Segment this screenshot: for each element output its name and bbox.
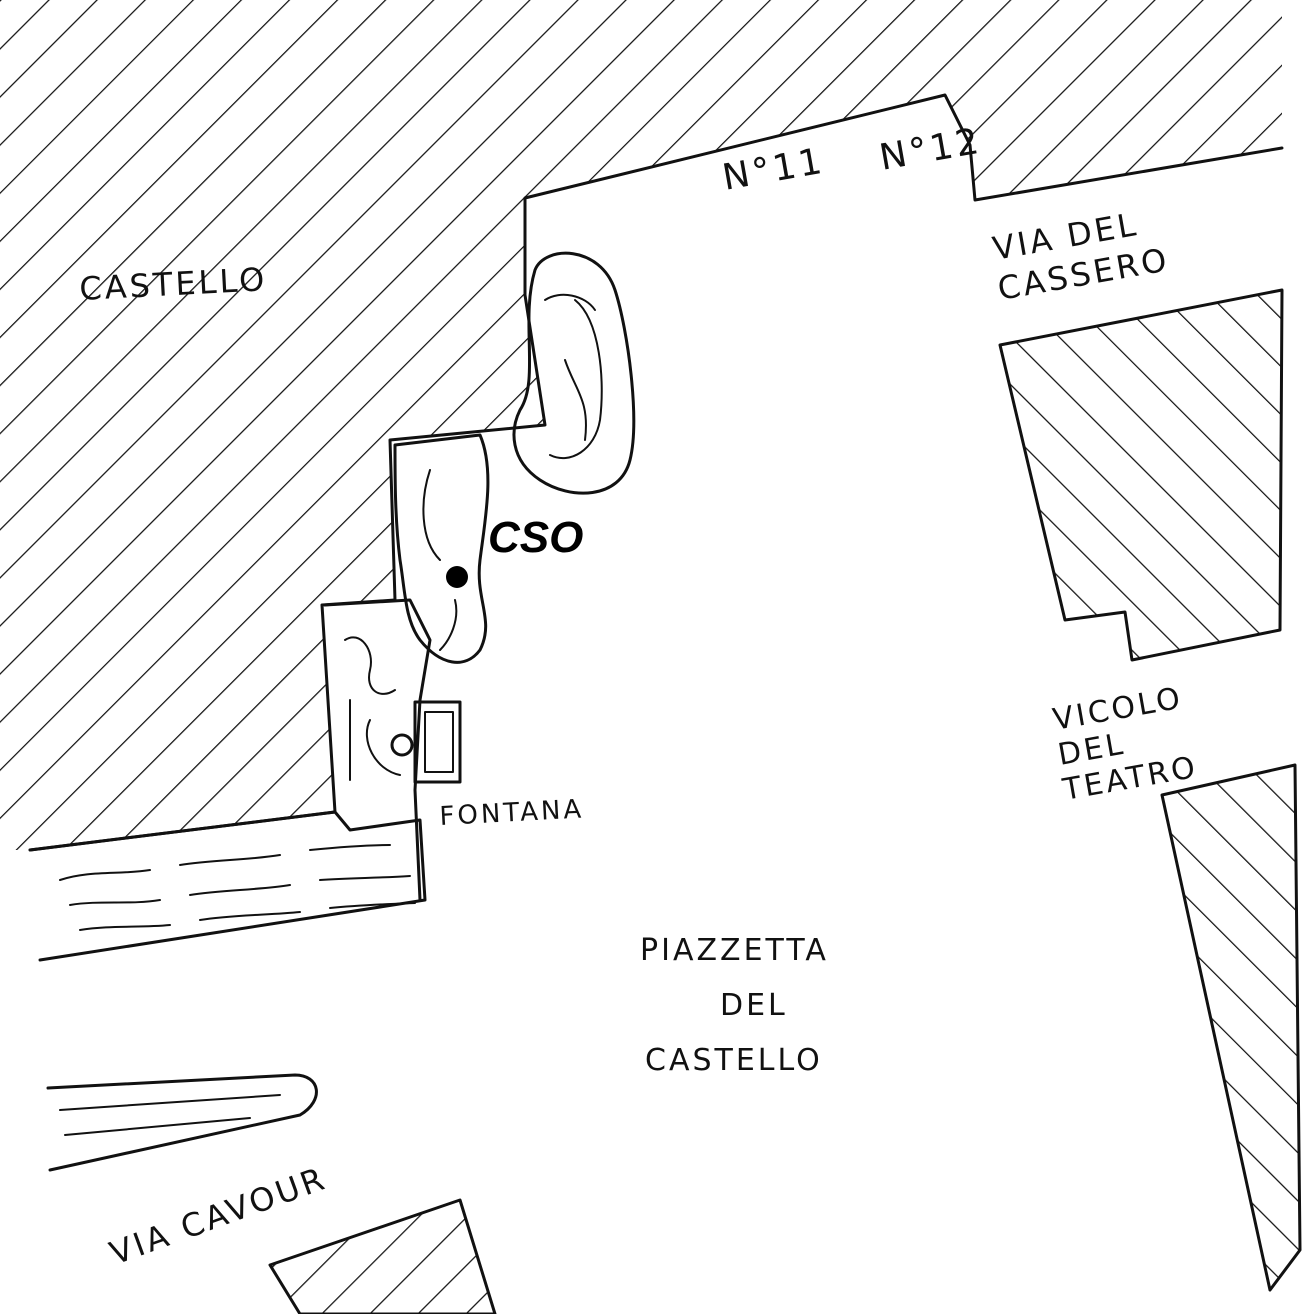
piazzetta-label-2: DEL — [720, 988, 788, 1023]
via-cavour-strip — [46, 1073, 318, 1172]
building-south — [268, 1198, 497, 1314]
fontana-area — [323, 598, 462, 902]
fontana-basin — [413, 700, 462, 784]
rock-outcrop-cso — [393, 433, 490, 664]
castello-outline — [28, 93, 1284, 852]
fontana-spout — [390, 733, 414, 757]
building-east — [998, 288, 1284, 662]
building-southeast — [1160, 763, 1302, 1292]
castello-building — [0, 0, 1282, 850]
cso-marker-dot — [446, 566, 468, 588]
house-number-12: N°12 — [876, 121, 984, 179]
house-number-11: N°11 — [719, 141, 827, 199]
piazzetta-label-1: PIAZZETTA — [640, 933, 829, 968]
rock-outcrop-north — [512, 251, 636, 495]
piazzetta-label-3: CASTELLO — [645, 1043, 823, 1078]
cobblestone-wall — [28, 810, 427, 962]
fontana-label: FONTANA — [439, 794, 585, 832]
cso-label: CSO — [488, 513, 583, 562]
